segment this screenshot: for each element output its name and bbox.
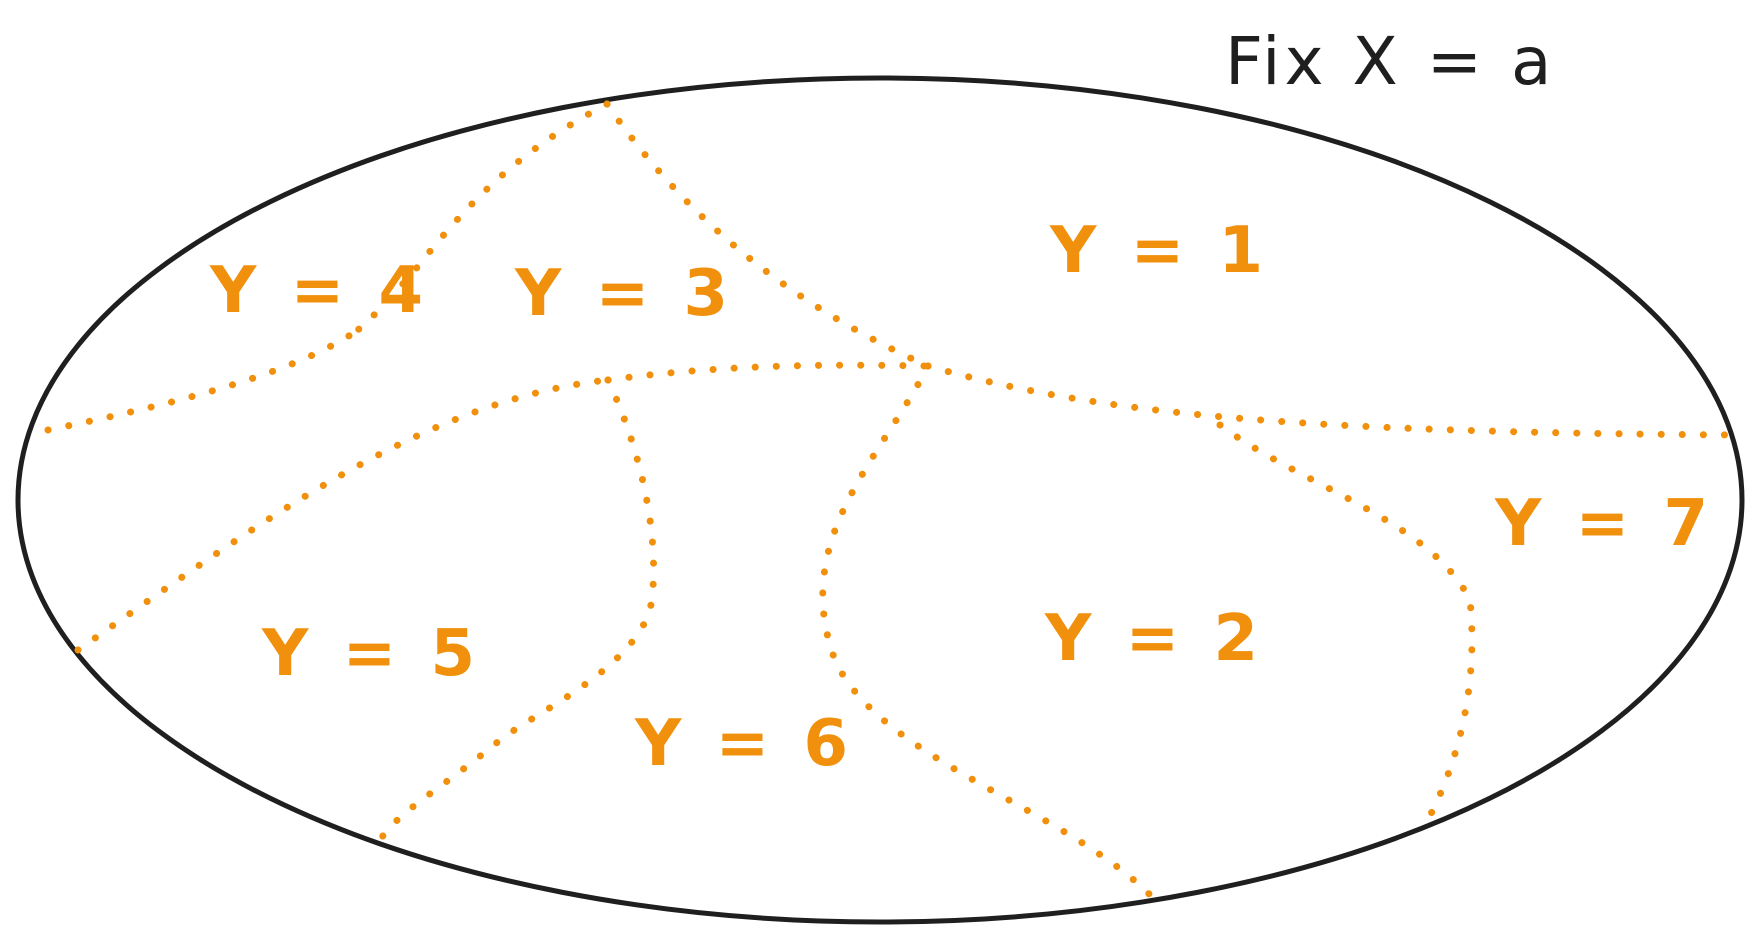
partition-boundary-y3-y1 — [603, 100, 932, 370]
partition-boundary-y5-top — [74, 376, 612, 654]
region-label-y1: Y = 1 — [1049, 214, 1269, 288]
partition-boundary-y6-y2 — [819, 362, 1159, 904]
partition-boundary-y4-lower — [44, 328, 359, 434]
region-label-y7: Y = 7 — [1494, 487, 1714, 561]
partition-boundary-middle — [924, 362, 1739, 439]
partition-boundary-y5-y6 — [376, 376, 658, 844]
region-label-y4: Y = 4 — [209, 254, 429, 328]
region-label-y3: Y = 3 — [514, 257, 734, 331]
diagram-title: Fix X = a — [1225, 23, 1555, 100]
region-label-y2: Y = 2 — [1044, 602, 1264, 676]
partition-boundary-y3-base — [604, 361, 932, 384]
region-label-y6: Y = 6 — [634, 707, 854, 781]
sample-space-ellipse — [15, 75, 1745, 925]
region-label-y5: Y = 5 — [261, 617, 481, 691]
